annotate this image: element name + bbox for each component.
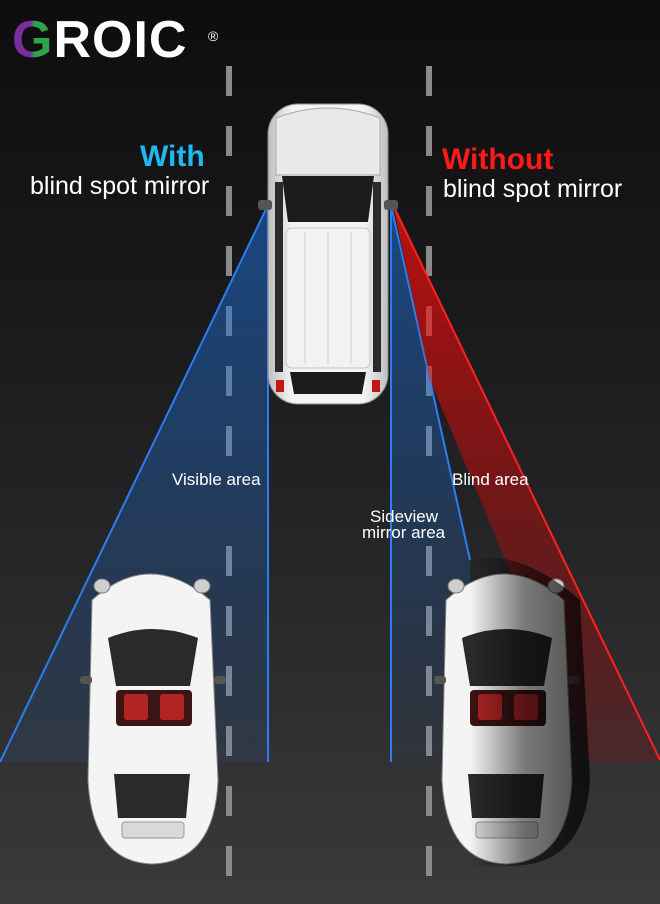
with-subheading: blind spot mirror [30,172,210,200]
without-heading: Without [442,143,554,176]
blind-area-label: Blind area [452,470,529,489]
visible-area-label: Visible area [172,470,261,489]
sideview-outer-edge [390,204,471,561]
sideview-label-line1: Sideview [370,507,439,526]
top-suv-car [258,103,398,405]
without-subheading: blind spot mirror [443,175,623,203]
right-sports-car [434,557,590,866]
logo-text: ROIC [53,11,188,69]
sideview-label-line2: mirror area [362,523,446,542]
left-sports-car [80,573,226,865]
with-heading: With [140,140,205,173]
registered-mark: ® [208,28,220,44]
logo-g-letter: G [12,11,54,69]
brand-logo: GROIC ® [12,11,218,69]
blind-area-edge [392,204,660,761]
visible-area-edge [0,204,269,763]
